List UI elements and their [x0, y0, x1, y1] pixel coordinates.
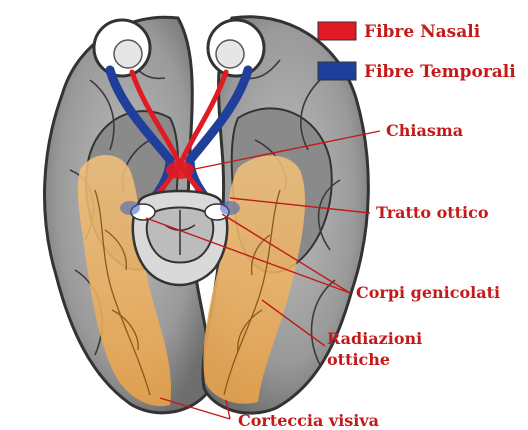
- legend: Fibre Nasali Fibre Temporali: [318, 22, 516, 82]
- legend-item-nasal: Fibre Nasali: [318, 22, 481, 42]
- right-eye: [208, 20, 264, 76]
- legend-label-nasal: Fibre Nasali: [364, 22, 481, 42]
- legend-item-temporal: Fibre Temporali: [318, 62, 516, 82]
- label-corteccia-visiva: Corteccia visiva: [238, 411, 379, 430]
- legend-label-temporal: Fibre Temporali: [364, 62, 516, 82]
- label-radiazioni-line1: Radiazioni: [327, 329, 422, 348]
- left-eye: [94, 20, 150, 76]
- label-chiasma: Chiasma: [386, 121, 463, 140]
- label-radiazioni-line2: ottiche: [327, 350, 390, 369]
- legend-swatch-nasal: [318, 22, 356, 40]
- legend-swatch-temporal: [318, 62, 356, 80]
- label-corpi-genicolati: Corpi genicolati: [356, 283, 500, 302]
- label-tratto-ottico: Tratto ottico: [376, 203, 489, 222]
